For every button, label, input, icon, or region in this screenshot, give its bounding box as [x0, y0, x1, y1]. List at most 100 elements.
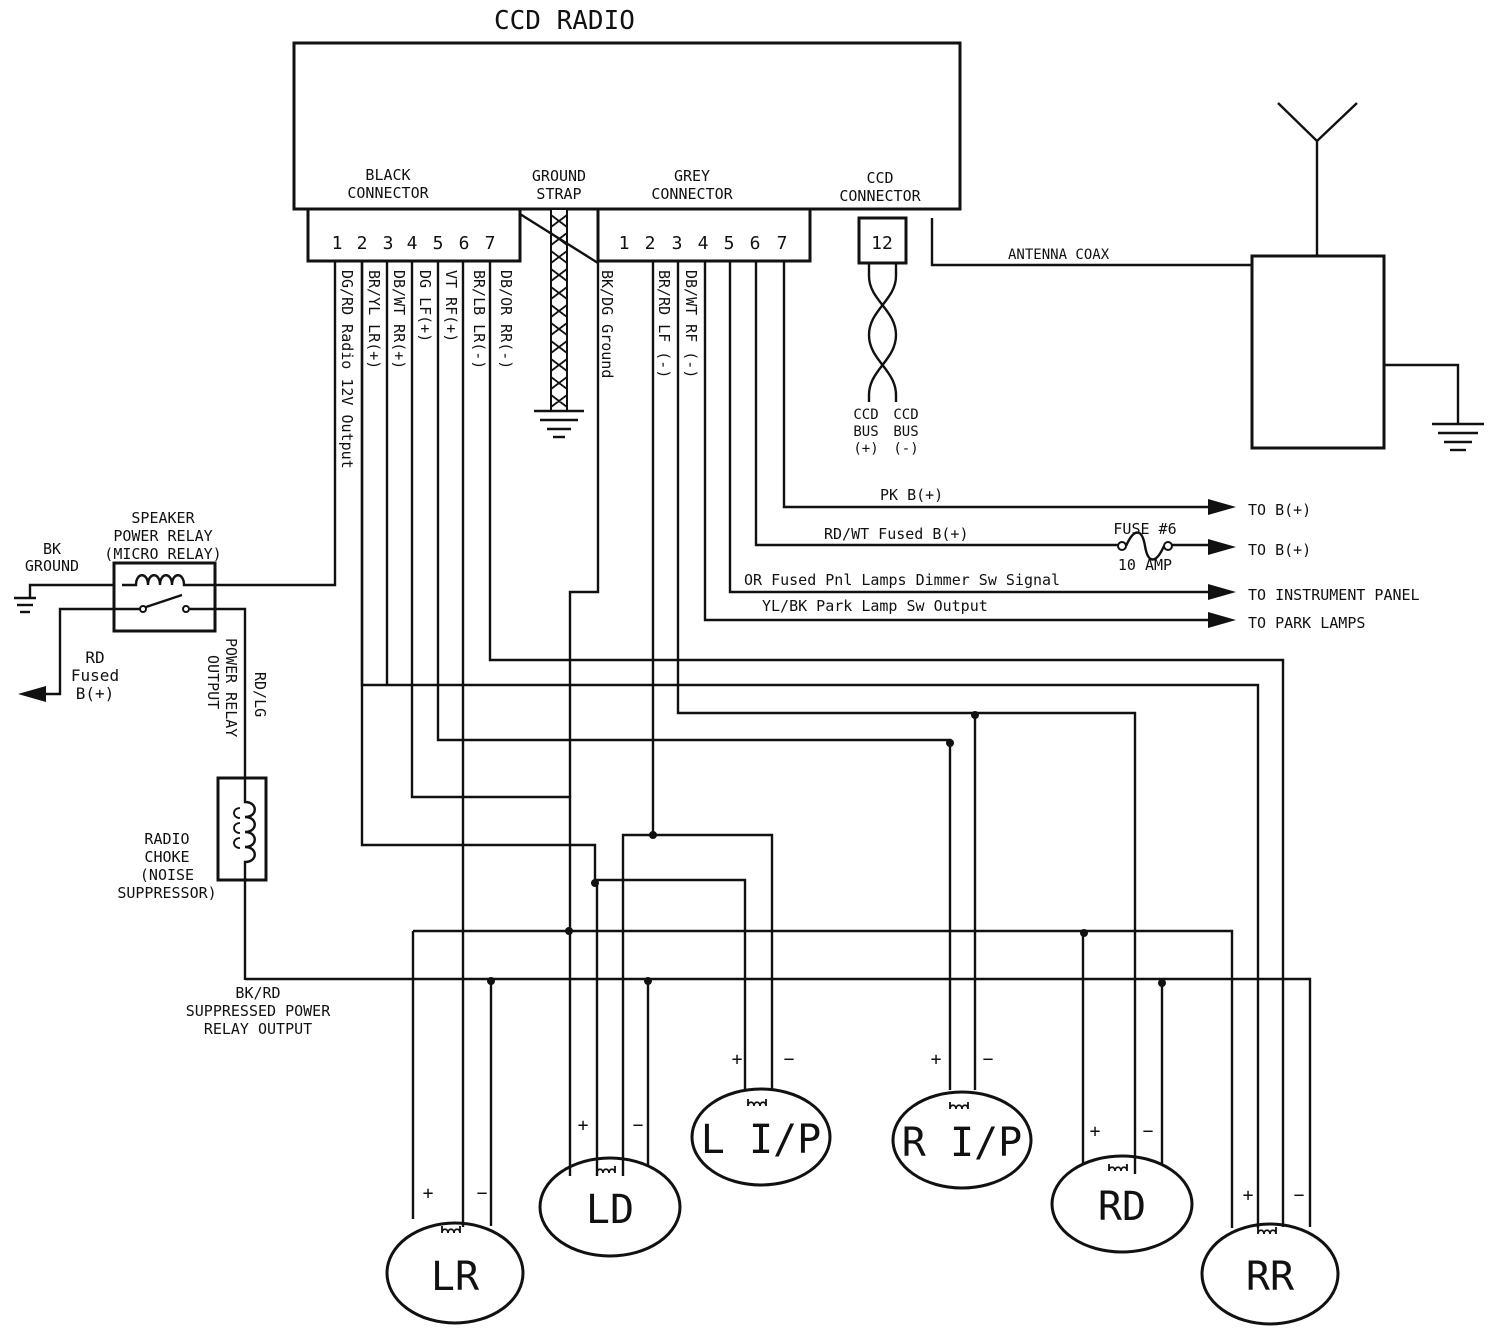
- svg-text:6: 6: [750, 233, 761, 254]
- pk-wire-label: PK B(+): [880, 486, 943, 504]
- svg-text:+: +: [732, 1049, 743, 1070]
- svg-text:LD: LD: [586, 1187, 634, 1233]
- power-relay-output-label: POWER RELAY OUTPUT: [204, 638, 240, 737]
- radio-title: CCD RADIO: [494, 6, 635, 36]
- rdwt-wire-label: RD/WT Fused B(+): [824, 525, 969, 543]
- svg-text:B(+): B(+): [76, 684, 115, 703]
- svg-text:Fused: Fused: [71, 666, 119, 685]
- svg-text:BR/YL LR(+): BR/YL LR(+): [365, 270, 383, 369]
- ground-wire-label: BK/DG Ground: [598, 270, 616, 378]
- ccd-bus-minus-label: CCD BUS (-): [893, 407, 918, 457]
- svg-text:LR: LR: [431, 1254, 480, 1300]
- svg-text:(-): (-): [893, 441, 918, 457]
- rd-fused-label: RD Fused B(+): [71, 648, 119, 703]
- svg-text:(+): (+): [853, 441, 878, 457]
- ccd-bus-plus-label: CCD BUS (+): [853, 407, 878, 457]
- svg-text:1: 1: [619, 233, 630, 254]
- svg-text:DB/WT RF (-): DB/WT RF (-): [682, 270, 700, 378]
- svg-text:CONNECTOR: CONNECTOR: [651, 185, 733, 203]
- svg-text:BK: BK: [43, 540, 61, 558]
- svg-text:1: 1: [332, 233, 343, 254]
- svg-text:5: 5: [724, 233, 735, 254]
- fuse-icon: [1117, 531, 1173, 561]
- svg-text:+: +: [1090, 1121, 1101, 1142]
- bk-ground-label: BK GROUND: [25, 540, 79, 575]
- ccd-connector-label: CCD CONNECTOR: [839, 169, 921, 205]
- svg-text:BLACK: BLACK: [365, 166, 410, 184]
- svg-text:CCD: CCD: [893, 407, 918, 423]
- svg-text:−: −: [1294, 1185, 1305, 1206]
- or-wire-label: OR Fused Pnl Lamps Dimmer Sw Signal: [744, 571, 1060, 589]
- svg-text:GREY: GREY: [674, 167, 710, 185]
- svg-text:CONNECTOR: CONNECTOR: [839, 187, 921, 205]
- svg-text:+: +: [423, 1183, 434, 1204]
- svg-text:4: 4: [698, 233, 709, 254]
- svg-text:CCD: CCD: [866, 169, 893, 187]
- svg-text:CCD: CCD: [853, 407, 878, 423]
- fuse-rating: 10 AMP: [1118, 556, 1172, 574]
- svg-text:+: +: [1243, 1185, 1254, 1206]
- destination-b-plus-1: TO B(+): [1248, 501, 1311, 519]
- antenna-coax-label: ANTENNA COAX: [1008, 247, 1110, 263]
- svg-text:6: 6: [459, 233, 470, 254]
- svg-text:7: 7: [485, 233, 496, 254]
- relay-title: SPEAKER POWER RELAY (MICRO RELAY): [104, 509, 221, 563]
- antenna-icon: [1250, 102, 1484, 452]
- svg-text:3: 3: [672, 233, 683, 254]
- junction-dots: [487, 711, 1166, 987]
- svg-text:4: 4: [407, 233, 418, 254]
- svg-text:BR/RD LF (-): BR/RD LF (-): [655, 270, 673, 378]
- speaker-rip: R I/P: [891, 1090, 1033, 1190]
- svg-text:5: 5: [433, 233, 444, 254]
- svg-text:RELAY OUTPUT: RELAY OUTPUT: [204, 1020, 312, 1038]
- svg-text:DB/WT RR(+): DB/WT RR(+): [390, 270, 408, 369]
- speaker-rr: RR: [1200, 1222, 1340, 1326]
- relay-icon: [28, 561, 247, 780]
- svg-text:STRAP: STRAP: [536, 185, 581, 203]
- svg-text:BUS: BUS: [893, 424, 918, 440]
- svg-text:−: −: [633, 1115, 644, 1136]
- svg-text:2: 2: [645, 233, 656, 254]
- black-connector-pins: 1 2 3 4 5 6 7: [332, 233, 496, 254]
- svg-text:RR: RR: [1246, 1254, 1295, 1300]
- rdlg-wire-label: RD/LG: [251, 672, 269, 717]
- svg-text:RD: RD: [85, 648, 104, 667]
- svg-text:−: −: [1143, 1121, 1154, 1142]
- polarity-marks: + − + − + − + − + − + −: [423, 1049, 1305, 1206]
- black-wire-labels: DG/RD Radio 12V Output BR/YL LR(+) DB/WT…: [338, 270, 515, 469]
- svg-text:CHOKE: CHOKE: [144, 848, 189, 866]
- ground-strap-label: GROUND STRAP: [532, 167, 586, 203]
- svg-text:2: 2: [357, 233, 368, 254]
- svg-text:POWER RELAY: POWER RELAY: [222, 638, 240, 737]
- svg-text:DG LF(+): DG LF(+): [416, 270, 434, 342]
- bkrd-wire-label: BK/RD: [235, 984, 280, 1002]
- destination-instrument-panel: TO INSTRUMENT PANEL: [1248, 586, 1420, 604]
- speaker-lr: LR: [385, 1221, 525, 1325]
- svg-text:DG/RD Radio 12V Output: DG/RD Radio 12V Output: [338, 270, 356, 469]
- svg-text:BUS: BUS: [853, 424, 878, 440]
- ground-icon: [14, 596, 36, 614]
- fuse-name: FUSE #6: [1113, 520, 1176, 538]
- svg-text:POWER RELAY: POWER RELAY: [113, 527, 212, 545]
- wire-lines: [198, 212, 1312, 1228]
- svg-text:GROUND: GROUND: [532, 167, 586, 185]
- svg-text:+: +: [931, 1049, 942, 1070]
- black-connector: [306, 207, 522, 263]
- svg-text:CONNECTOR: CONNECTOR: [347, 184, 429, 202]
- black-connector-label: BLACK CONNECTOR: [347, 166, 429, 202]
- svg-text:(NOISE: (NOISE: [140, 866, 194, 884]
- ccd-connector-pin: 12: [871, 233, 893, 254]
- arrowheads: [1208, 499, 1236, 628]
- destination-park-lamps: TO PARK LAMPS: [1248, 614, 1365, 632]
- svg-text:VT RF(+): VT RF(+): [442, 270, 460, 342]
- speaker-lip: L I/P: [690, 1087, 832, 1187]
- svg-text:GROUND: GROUND: [25, 557, 79, 575]
- svg-text:DB/OR RR(-): DB/OR RR(-): [497, 270, 515, 369]
- speaker-ld: LD: [538, 1156, 682, 1258]
- svg-text:(MICRO RELAY): (MICRO RELAY): [104, 545, 221, 563]
- svg-text:3: 3: [383, 233, 394, 254]
- grey-connector-pins: 1 2 3 4 5 6 7: [619, 233, 788, 254]
- svg-text:L I/P: L I/P: [701, 1117, 821, 1163]
- rd-fused-arrow: [18, 668, 62, 702]
- ground-strap: [534, 208, 584, 439]
